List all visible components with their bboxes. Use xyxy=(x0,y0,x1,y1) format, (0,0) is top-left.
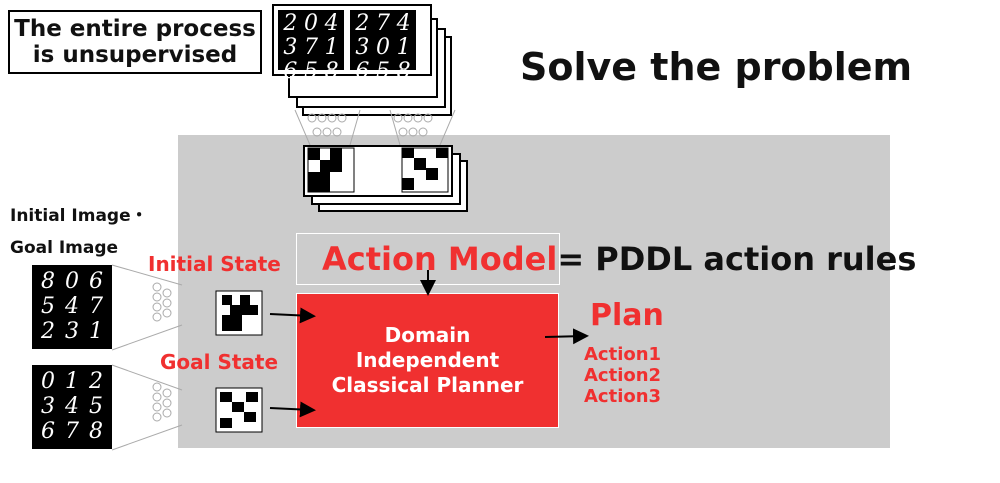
action-model-label: Action Model xyxy=(322,240,558,278)
arrow-planner-to-plan xyxy=(544,328,589,345)
plan-actions-list: Action1 Action2 Action3 xyxy=(584,344,661,407)
unsupervised-note-box: The entire process is unsupervised xyxy=(8,10,262,74)
goal-state-bitmap xyxy=(215,387,263,433)
initial-goal-line1: Initial Image・ xyxy=(10,206,148,226)
goal-state-label: Goal State xyxy=(160,350,279,374)
arrow-initial-to-planner xyxy=(269,307,316,324)
initial-goal-line2: Goal Image xyxy=(10,238,119,258)
planner-line2: Independent xyxy=(355,348,500,372)
action-model-row: Action Model= PDDL action rules xyxy=(322,240,916,278)
initial-goal-image-label: Initial Image・ Goal Image xyxy=(10,200,148,264)
initial-state-label: Initial State xyxy=(148,252,281,276)
unsupervised-line1: The entire process xyxy=(14,16,256,42)
latent-state-pairs-icon xyxy=(307,147,449,193)
plan-action-2: Action2 xyxy=(584,365,662,386)
side-encoder-networks-icon xyxy=(111,264,183,451)
arrow-goal-to-planner xyxy=(269,401,316,418)
initial-state-bitmap xyxy=(215,290,263,336)
classical-planner-box: Domain Independent Classical Planner xyxy=(296,293,559,428)
planner-line3: Classical Planner xyxy=(331,373,524,397)
action-model-suffix: = PDDL action rules xyxy=(557,240,917,278)
unsupervised-line2: is unsupervised xyxy=(32,42,238,68)
plan-label: Plan xyxy=(590,298,664,333)
top-encoder-network-icon xyxy=(294,109,456,146)
planner-line1: Domain xyxy=(384,323,471,347)
plan-action-1: Action1 xyxy=(584,344,662,365)
plan-action-3: Action3 xyxy=(584,386,662,407)
page-title: Solve the problem xyxy=(520,45,913,89)
